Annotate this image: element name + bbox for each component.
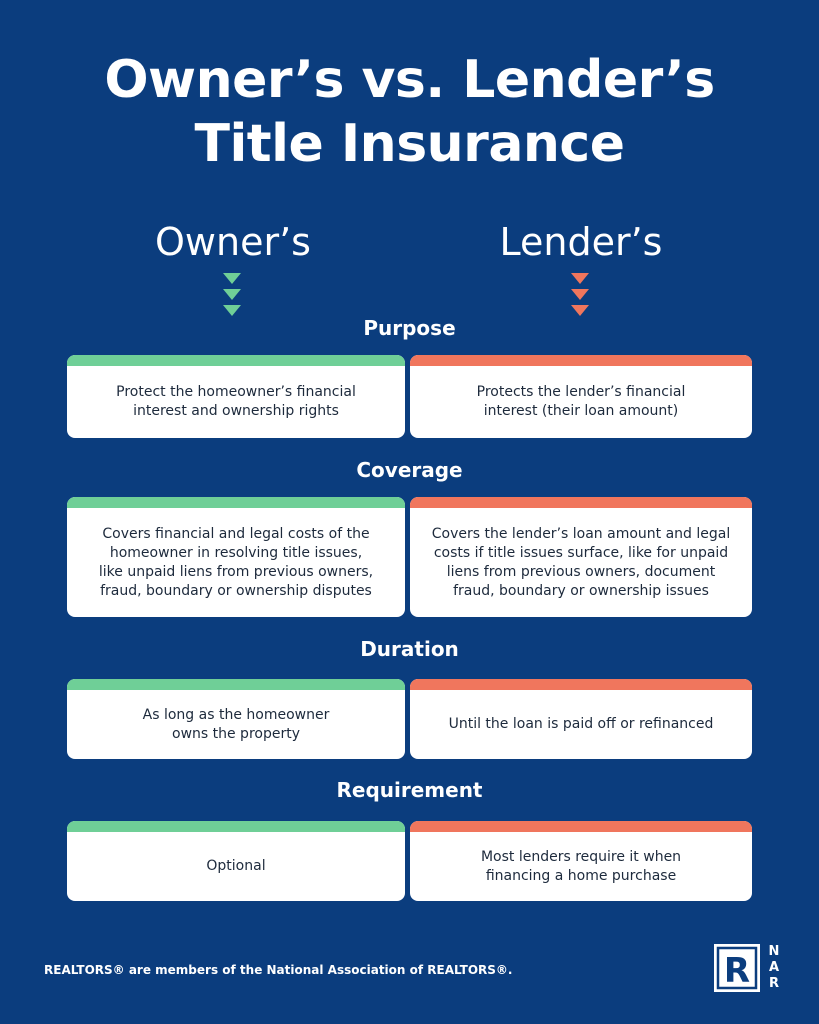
- section-label-purpose: Purpose: [363, 316, 456, 340]
- purpose-lender-card: Protects the lender’s financial interest…: [410, 355, 752, 438]
- owner-accent-bar: [67, 497, 405, 508]
- footer-disclaimer: REALTORS® are members of the National As…: [44, 963, 513, 977]
- requirement-lender-text: Most lenders require it when financing a…: [480, 848, 682, 884]
- requirement-owner-card: Optional: [67, 821, 405, 901]
- owner-accent-bar: [67, 679, 405, 690]
- title-line-2: Title Insurance: [194, 114, 625, 174]
- coverage-owner-card: Covers financial and legal costs of the …: [67, 497, 405, 617]
- owner-chevrons-icon: [223, 273, 241, 316]
- coverage-owner-text: Covers financial and legal costs of the …: [98, 525, 374, 599]
- section-label-requirement: Requirement: [336, 778, 483, 802]
- owner-accent-bar: [67, 821, 405, 832]
- section-label-coverage: Coverage: [356, 458, 463, 482]
- lender-accent-bar: [410, 497, 752, 508]
- duration-lender-text: Until the loan is paid off or refinanced: [448, 716, 714, 732]
- duration-lender-card: Until the loan is paid off or refinanced: [410, 679, 752, 759]
- purpose-lender-text: Protects the lender’s financial interest…: [476, 384, 686, 419]
- lender-chevrons-icon: [571, 273, 589, 316]
- purpose-owner-text: Protect the homeowner’s financial intere…: [116, 384, 356, 419]
- lender-accent-bar: [410, 355, 752, 366]
- requirement-lender-card: Most lenders require it when financing a…: [410, 821, 752, 901]
- title-line-1: Owner’s vs. Lender’s: [104, 50, 715, 110]
- purpose-owner-card: Protect the homeowner’s financial intere…: [67, 355, 405, 438]
- nar-logo-text: N A R: [768, 944, 780, 991]
- owner-column-heading: Owner’s: [155, 220, 311, 264]
- lender-accent-bar: [410, 679, 752, 690]
- lender-accent-bar: [410, 821, 752, 832]
- duration-owner-card: As long as the homeowner owns the proper…: [67, 679, 405, 759]
- requirement-owner-text: Optional: [206, 858, 266, 874]
- section-label-duration: Duration: [360, 637, 459, 661]
- logo-letter: R: [724, 951, 750, 991]
- coverage-lender-card: Covers the lender’s loan amount and lega…: [410, 497, 752, 617]
- duration-owner-text: As long as the homeowner owns the proper…: [142, 706, 330, 742]
- owner-accent-bar: [67, 355, 405, 366]
- lender-column-heading: Lender’s: [499, 220, 663, 264]
- nar-logo-icon: R: [714, 944, 760, 992]
- coverage-lender-text: Covers the lender’s loan amount and lega…: [431, 525, 731, 599]
